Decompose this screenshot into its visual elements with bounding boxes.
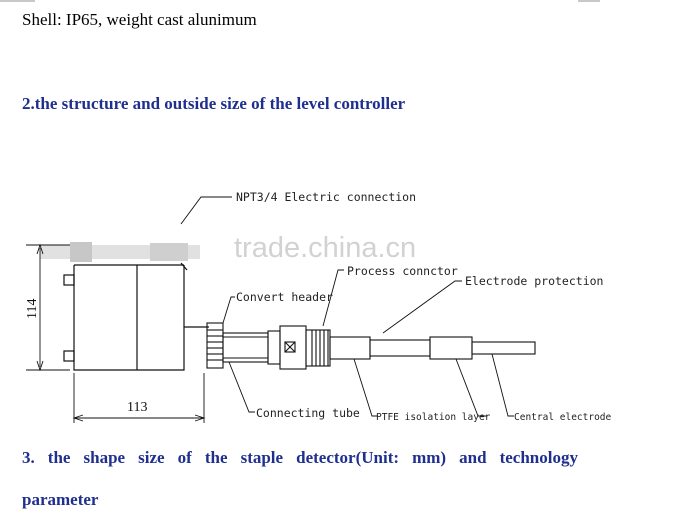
dim-width-label: 113 (127, 400, 147, 415)
label-process-connector: Process connctor (347, 264, 458, 278)
section-2-heading: 2.the structure and outside size of the … (22, 94, 406, 113)
label-convert-header: Convert header (236, 290, 333, 304)
label-central-electrode: Central electrode (514, 412, 612, 423)
housing (63, 262, 209, 371)
leader-lines (180, 196, 514, 417)
dimension-lines (26, 243, 206, 423)
label-ptfe-layer: PTFE isolation layer (376, 412, 491, 423)
label-electric-connection: NPT3/4 Electric connection (236, 190, 416, 204)
label-electrode-protection: Electrode protection (465, 274, 603, 288)
watermark: trade.china.cn (234, 232, 416, 264)
housing-top-blur (40, 242, 200, 262)
section-3-heading: 3. the shape size of the staple detector… (22, 448, 578, 467)
section-3-heading-continuation: parameter (22, 490, 99, 509)
dim-height-label: 114 (25, 299, 40, 319)
top-divider-left (0, 0, 35, 2)
process-connector (279, 325, 331, 370)
label-connecting-tube: Connecting tube (256, 406, 360, 420)
connecting-tube (222, 330, 281, 365)
shell-spec-text: Shell: IP65, weight cast alunimum (22, 10, 257, 29)
top-divider-right (578, 0, 600, 2)
convert-header (206, 322, 224, 369)
electrode-protection (329, 336, 473, 360)
central-electrode (471, 341, 536, 355)
